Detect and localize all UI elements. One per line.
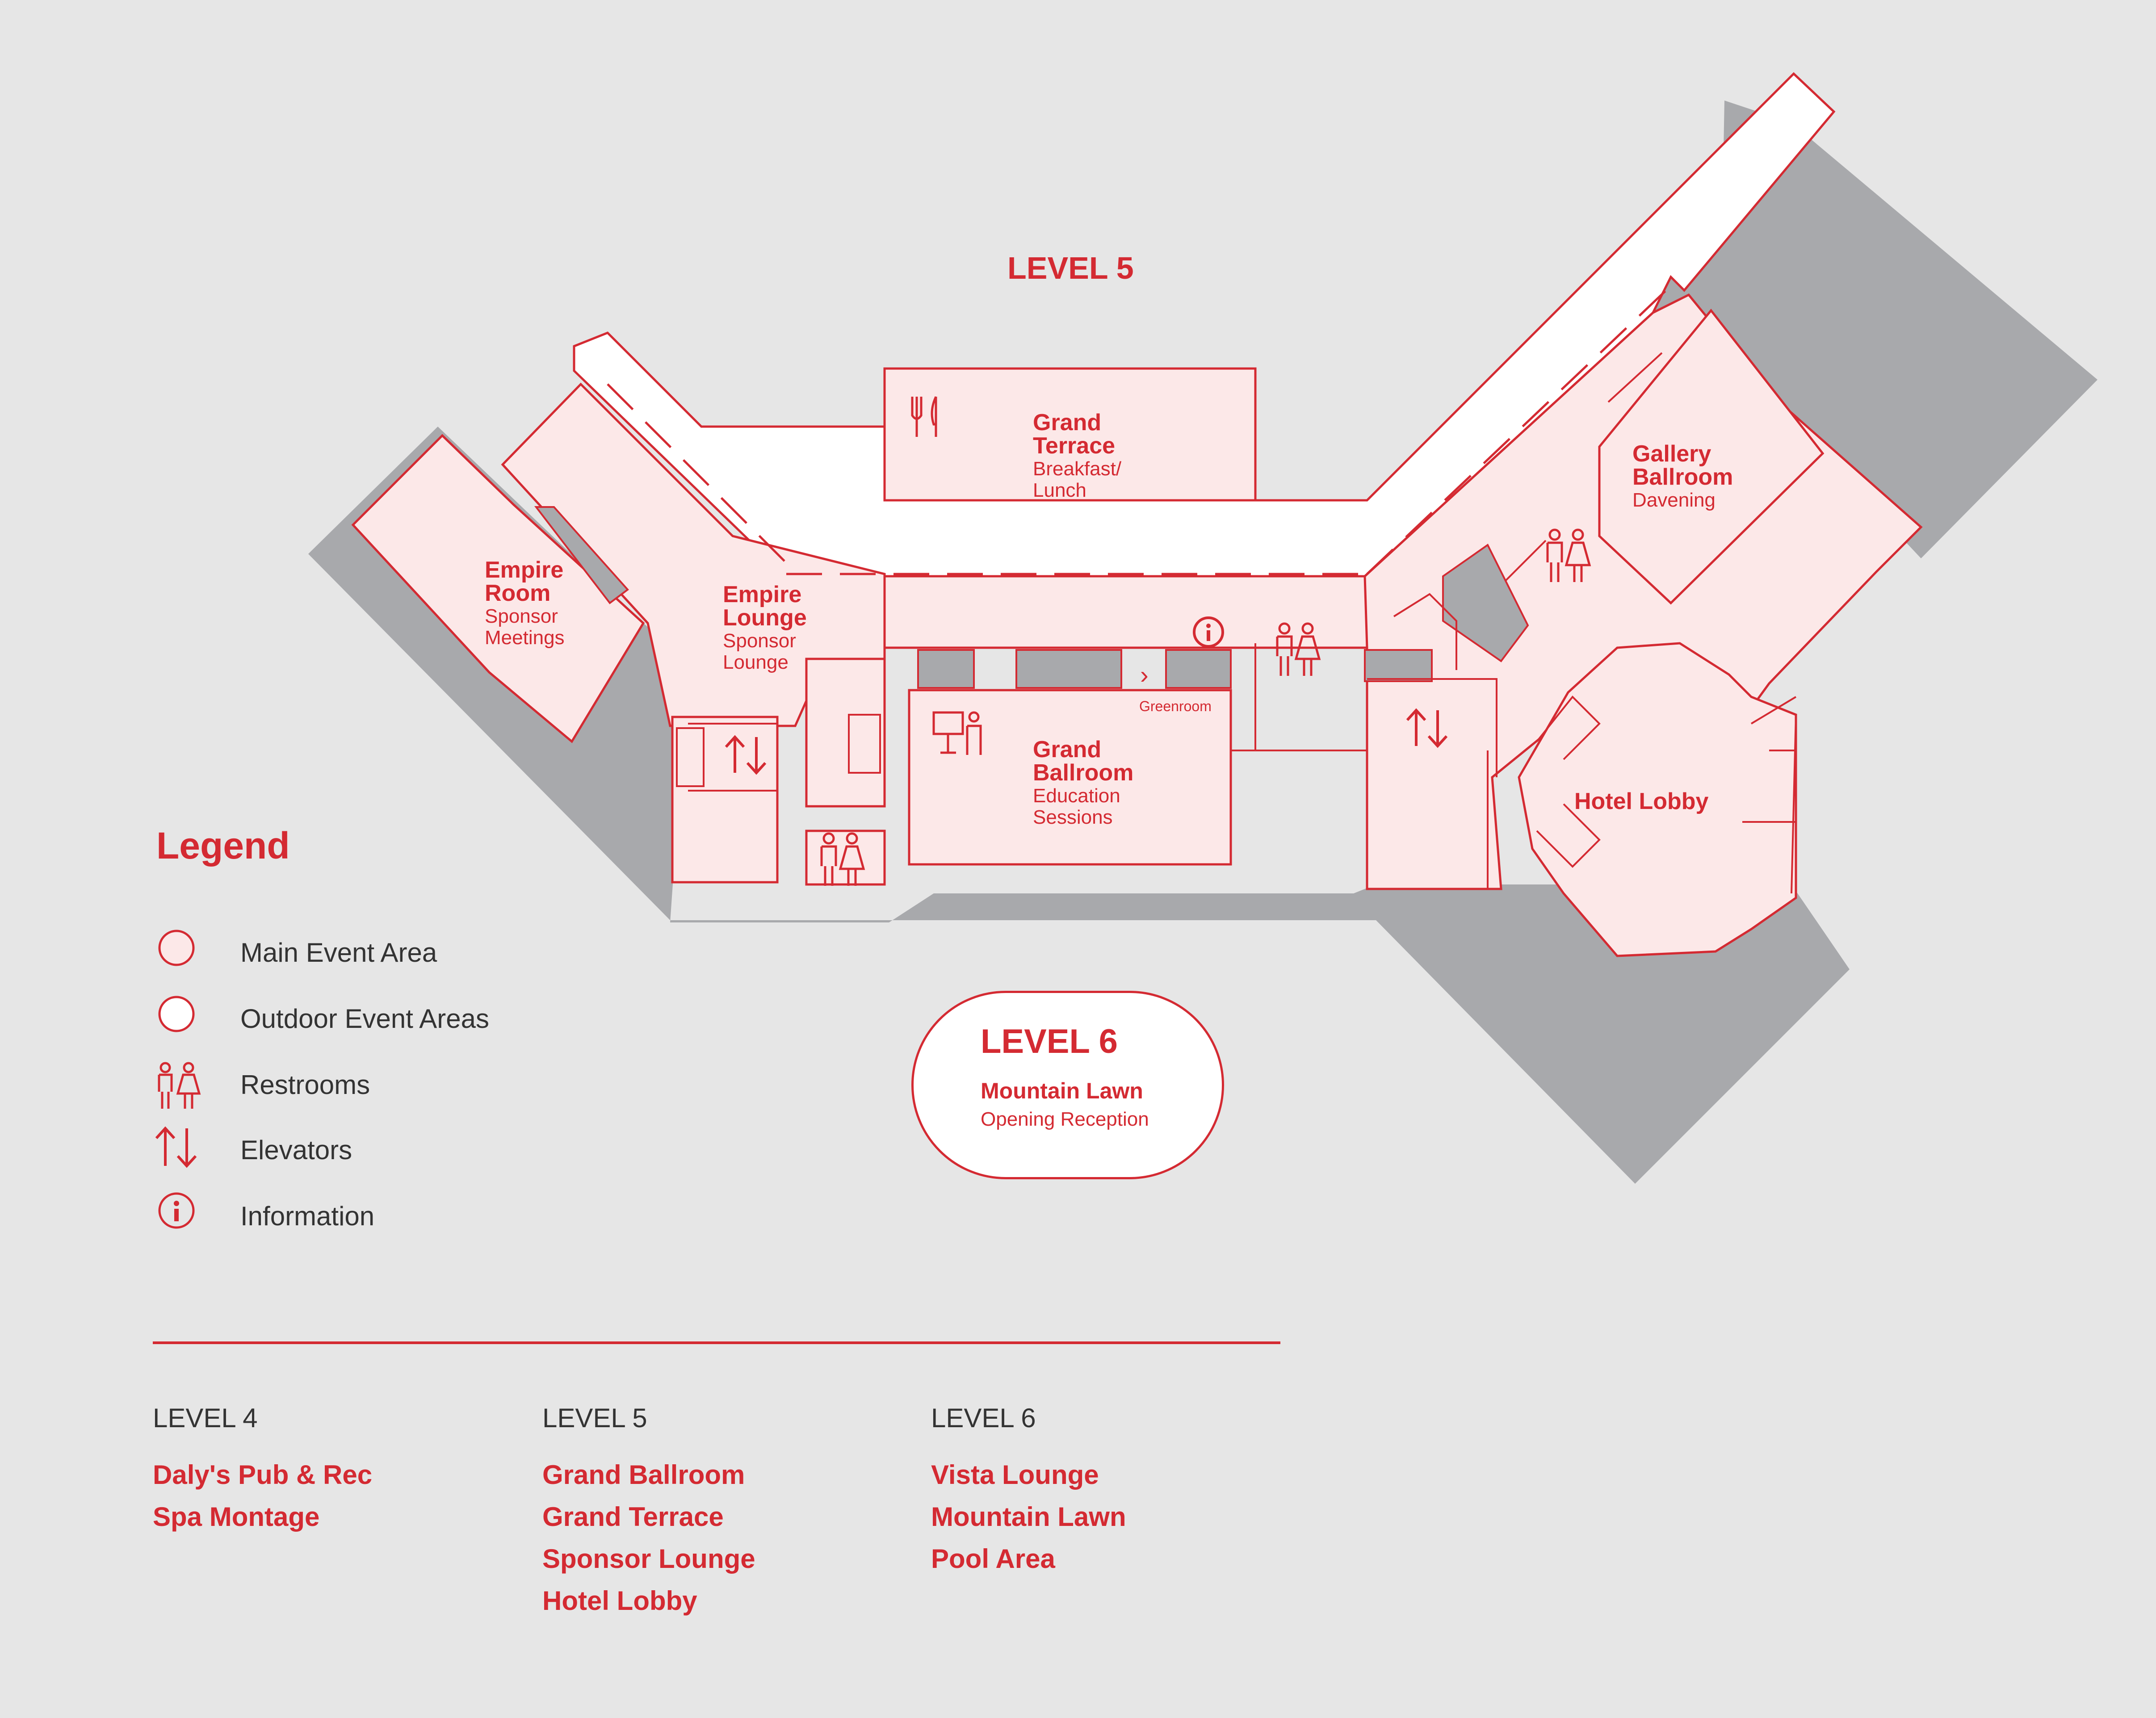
restroom-block [805,830,886,886]
directory-venue-link[interactable]: Spa Montage [153,1502,320,1532]
room-name: Ballroom [1033,760,1134,786]
room-label-empire-room[interactable]: Empire Room Sponsor Meetings [485,558,565,648]
level-title: LEVEL 5 [1007,251,1134,285]
room-label-hotel-lobby[interactable]: Hotel Lobby [1574,790,1708,813]
presenter-icon [932,711,982,755]
chevron-right-icon: › [1140,661,1149,689]
room-use: Lounge [723,651,789,673]
directory-venue-link[interactable]: Daly's Pub & Rec [153,1460,373,1490]
room-name: Ballroom [1632,464,1733,490]
directory-venue-link[interactable]: Grand Ballroom [542,1460,745,1490]
room-name: Hotel Lobby [1574,788,1709,814]
legend-item-main-event-area: Main Event Area [152,926,554,971]
legend-label: Restrooms [240,1070,370,1100]
legend-label: Main Event Area [240,938,437,968]
wall-details [676,352,1797,894]
legend-item-elevators: Elevators [152,1124,554,1169]
directory-venue-link[interactable]: Grand Terrace [542,1502,724,1532]
level6-title: LEVEL 6 [981,1022,1118,1060]
room-use: Lunch [1033,479,1086,501]
directory-venue-link[interactable]: Mountain Lawn [931,1502,1126,1532]
grand-terrace-shape [883,367,1257,502]
room-use: Davening [1632,489,1716,511]
stair-core-block [805,658,886,808]
legend-item-information: Information [152,1190,554,1235]
room-name: Room [485,580,551,606]
divider [153,1341,1280,1344]
restroom-icon [158,1062,201,1109]
hotel-lobby-shape [1518,642,1797,957]
room-name: Grand [1033,737,1102,763]
room-name: Lounge [723,605,807,631]
event-rooms [351,293,1923,957]
grand-ballroom-shape [908,689,1232,866]
dining-icon [911,396,937,437]
level6-callout[interactable]: LEVEL 6 Mountain Lawn Opening Reception [911,991,1224,1179]
greenroom-label: Greenroom [1139,698,1212,714]
gallery-ballroom-shape [1598,308,1825,605]
directory-level-5: LEVEL 5 Grand Ballroom Grand Terrace Spo… [542,1403,755,1627]
main-event-area-icon [158,930,195,966]
directory-venue-link[interactable]: Vista Lounge [931,1460,1099,1490]
directory-level-heading: LEVEL 5 [542,1403,647,1433]
dashed-edges [607,285,1672,575]
legend-label: Elevators [240,1135,352,1165]
legend-title: Legend [156,825,290,867]
elevator-icon [155,1126,197,1168]
room-use: Sponsor [723,630,796,652]
room-name: Grand [1033,410,1102,436]
room-use: Sponsor [485,605,558,627]
room-name: Empire [723,582,802,608]
directory-level-heading: LEVEL 4 [153,1403,258,1433]
room-name: Gallery [1632,441,1711,467]
level6-venue-use: Opening Reception [981,1108,1149,1130]
structural-voids [534,506,1529,689]
center-strip-shape [883,575,1368,649]
room-use: Meetings [485,627,565,649]
legend-item-restrooms: Restrooms [152,1059,554,1109]
legend-label: Outdoor Event Areas [240,1004,489,1034]
room-label-grand-ballroom[interactable]: Grand Ballroom Education Sessions [1033,738,1133,827]
west-stair-block [671,716,779,884]
legend-label: Information [240,1201,375,1231]
directory-venue-link[interactable]: Sponsor Lounge [542,1544,755,1574]
directory-level-heading: LEVEL 6 [931,1403,1036,1433]
room-label-gallery-ballroom[interactable]: Gallery Ballroom Davening [1632,442,1733,510]
directory-venue-link[interactable]: Hotel Lobby [542,1586,697,1616]
level6-venue-name: Mountain Lawn [981,1078,1143,1103]
directory-level-4: LEVEL 4 Daly's Pub & Rec Spa Montage [153,1403,372,1543]
room-name: Terrace [1033,433,1116,459]
room-name: Empire [485,557,564,583]
room-label-grand-terrace[interactable]: Grand Terrace Breakfast/ Lunch [1033,411,1121,500]
outdoor-event-area-icon [158,996,195,1032]
room-use: Sessions [1033,806,1113,828]
room-label-empire-lounge[interactable]: Empire Lounge Sponsor Lounge [723,583,807,672]
room-use: Breakfast/ [1033,458,1122,480]
directory-venue-link[interactable]: Pool Area [931,1544,1055,1574]
room-use: Education [1033,785,1120,807]
directory-level-6: LEVEL 6 Vista Lounge Mountain Lawn Pool … [931,1403,1126,1585]
legend-item-outdoor-event-areas: Outdoor Event Areas [152,993,554,1037]
empire-room-shape [351,434,645,743]
information-icon [158,1192,195,1229]
